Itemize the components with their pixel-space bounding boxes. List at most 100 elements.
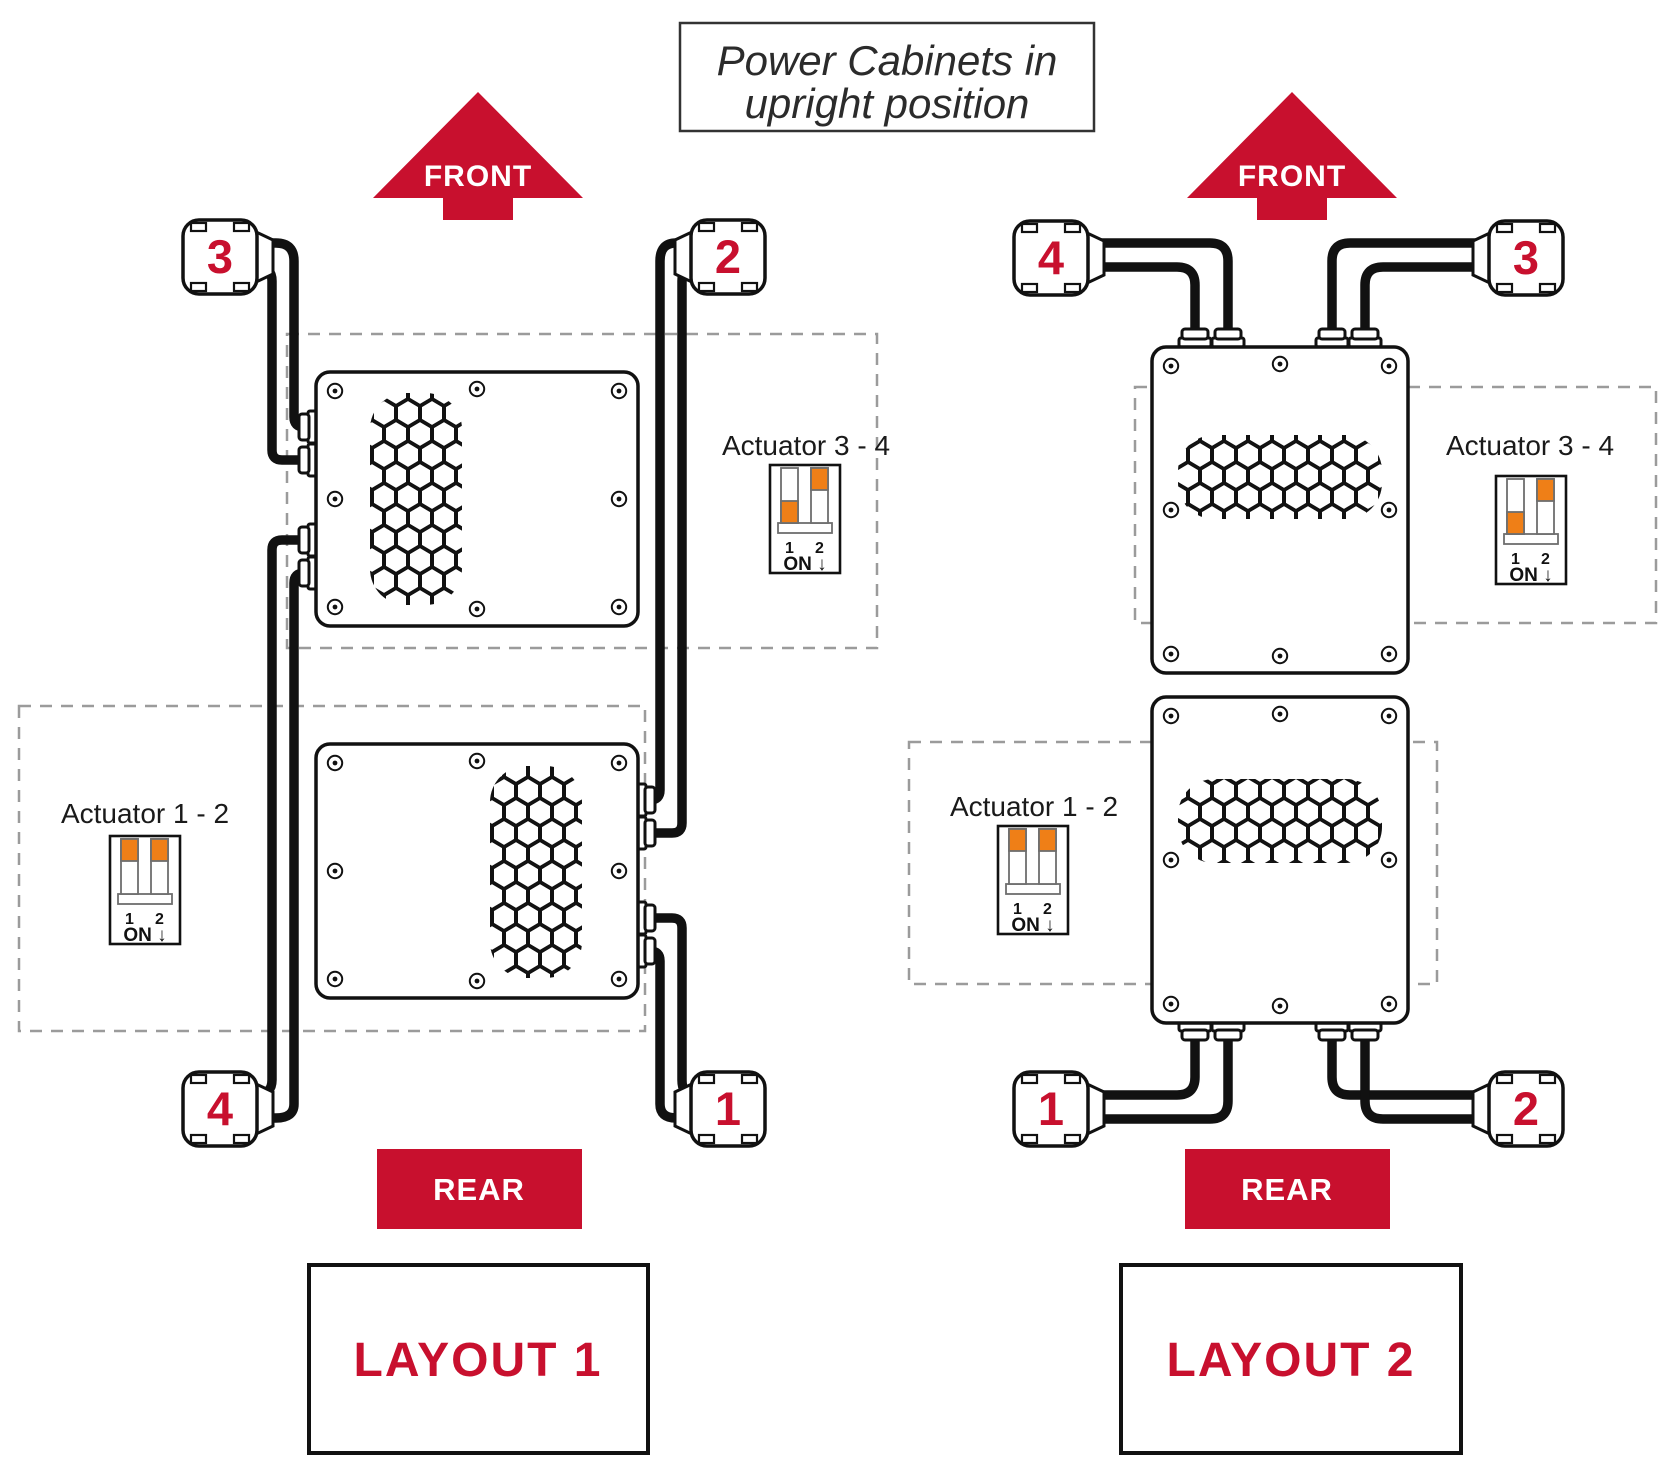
actuator-1-2-zone-layout1 xyxy=(17,704,647,1033)
dip-base xyxy=(777,522,833,534)
dip-pin-2-label: 2 xyxy=(1541,551,1550,568)
screw-icon xyxy=(610,598,628,616)
cable xyxy=(1360,1036,1486,1124)
connector-number: 2 xyxy=(1513,1082,1539,1135)
dip-on-label: ON ↓ xyxy=(123,925,166,946)
rear-banner-layout1: REAR xyxy=(377,1149,582,1229)
connector-body xyxy=(1487,1070,1565,1148)
vent-grille xyxy=(370,393,462,605)
bracket xyxy=(697,1133,716,1145)
screw-icon xyxy=(468,380,486,398)
cable-port xyxy=(297,558,311,588)
screw-icon xyxy=(468,752,486,770)
dip-on-label: ON ↓ xyxy=(1509,565,1552,586)
rear-label: REAR xyxy=(1241,1172,1333,1207)
bracket xyxy=(1495,1073,1514,1085)
screw-icon xyxy=(468,972,486,990)
screw-icon xyxy=(1380,851,1398,869)
bracket xyxy=(1495,1133,1514,1145)
dip-pin-2-label: 2 xyxy=(815,540,824,557)
screw-icon xyxy=(1162,995,1180,1013)
connector-body xyxy=(1012,1070,1090,1148)
dip-slider-1 xyxy=(120,838,139,862)
cable xyxy=(1360,262,1486,334)
cable xyxy=(1092,1036,1233,1124)
front-arrow-layout1: FRONT xyxy=(373,92,583,220)
actuator-1-2-layout1: Actuator 1 - 2 1 2 ON ↓ xyxy=(61,798,229,946)
screw-icon xyxy=(1380,501,1398,519)
cable xyxy=(1092,238,1233,334)
bracket xyxy=(1063,1133,1082,1145)
dip-base xyxy=(117,893,173,905)
cable-port xyxy=(297,412,311,442)
screw-icon xyxy=(610,382,628,400)
dip-slider-2 xyxy=(150,838,169,862)
screw-icon xyxy=(1380,995,1398,1013)
layout-frame xyxy=(307,1263,650,1455)
power-cabinet-bottom-layout2 xyxy=(1150,695,1410,1042)
cables-connector-4-layout2 xyxy=(1092,238,1233,334)
screw-icon xyxy=(1162,851,1180,869)
power-cabinet-top-layout2 xyxy=(1150,327,1410,675)
actuator-3-4-zone-layout1 xyxy=(285,332,879,650)
cable-port xyxy=(1213,327,1243,341)
connector-body xyxy=(689,1070,767,1148)
dip-base xyxy=(1005,883,1061,895)
bracket xyxy=(232,1073,251,1085)
dip-slider-1 xyxy=(780,500,799,524)
cable xyxy=(1327,1036,1486,1100)
screw-icon xyxy=(1271,705,1289,723)
dip-pin-1-label: 1 xyxy=(1511,551,1520,568)
cable-port xyxy=(1317,327,1347,341)
screw-icon xyxy=(1271,355,1289,373)
layout-name: LAYOUT 2 xyxy=(1167,1334,1416,1387)
actuator-3-4-layout2: Actuator 3 - 4 1 2 ON ↓ xyxy=(1446,430,1614,586)
screw-icon xyxy=(1380,645,1398,663)
screw-icon xyxy=(468,600,486,618)
bracket xyxy=(1020,1073,1039,1085)
front-arrow-icon xyxy=(373,92,583,220)
bracket xyxy=(1063,222,1082,234)
vent-grille xyxy=(1178,435,1382,519)
connector-3-layout2: 3 xyxy=(1471,219,1565,297)
actuator-label: Actuator 1 - 2 xyxy=(950,791,1118,822)
bracket xyxy=(189,281,208,293)
power-cabinet-top-layout1 xyxy=(297,370,640,628)
screw-icon xyxy=(326,598,344,616)
bracket xyxy=(1063,1073,1082,1085)
cable xyxy=(258,568,305,1123)
connector-1-layout2: 1 xyxy=(1012,1070,1106,1148)
title-box: Power Cabinets in upright position xyxy=(678,21,1096,133)
dip-base xyxy=(1503,533,1559,545)
screw-icon xyxy=(1380,357,1398,375)
connector-body xyxy=(689,218,767,296)
screw-icon xyxy=(1271,997,1289,1015)
cable-port xyxy=(1350,1028,1380,1042)
connector-number: 3 xyxy=(207,230,233,283)
connector-number: 2 xyxy=(715,230,741,283)
actuator-label: Actuator 3 - 4 xyxy=(1446,430,1614,461)
rear-banner xyxy=(1185,1149,1390,1229)
screw-icon xyxy=(1271,647,1289,665)
bracket xyxy=(740,221,759,233)
connector-2-layout2: 2 xyxy=(1471,1070,1565,1148)
dip-slider-2 xyxy=(1038,828,1057,852)
dip-pin-1-label: 1 xyxy=(785,540,794,557)
bracket xyxy=(189,1133,208,1145)
vent-grille xyxy=(490,766,582,978)
screw-icon xyxy=(1162,501,1180,519)
dip-switch-icon: 1 2 ON ↓ xyxy=(996,824,1070,936)
screw-icon xyxy=(610,862,628,880)
dip-switch-icon: 1 2 ON ↓ xyxy=(768,463,842,575)
connector-2-layout1: 2 xyxy=(673,218,767,296)
bracket xyxy=(189,221,208,233)
cable-port xyxy=(1180,327,1210,341)
layout-name: LAYOUT 1 xyxy=(354,1334,603,1387)
dip-switch-icon: 1 2 ON ↓ xyxy=(1494,474,1568,586)
cable-port xyxy=(1350,327,1380,341)
dip-pin-1-label: 1 xyxy=(1013,901,1022,918)
actuator-1-2-layout2: Actuator 1 - 2 1 2 ON ↓ xyxy=(950,791,1118,936)
rear-banner-layout2: REAR xyxy=(1185,1149,1390,1229)
